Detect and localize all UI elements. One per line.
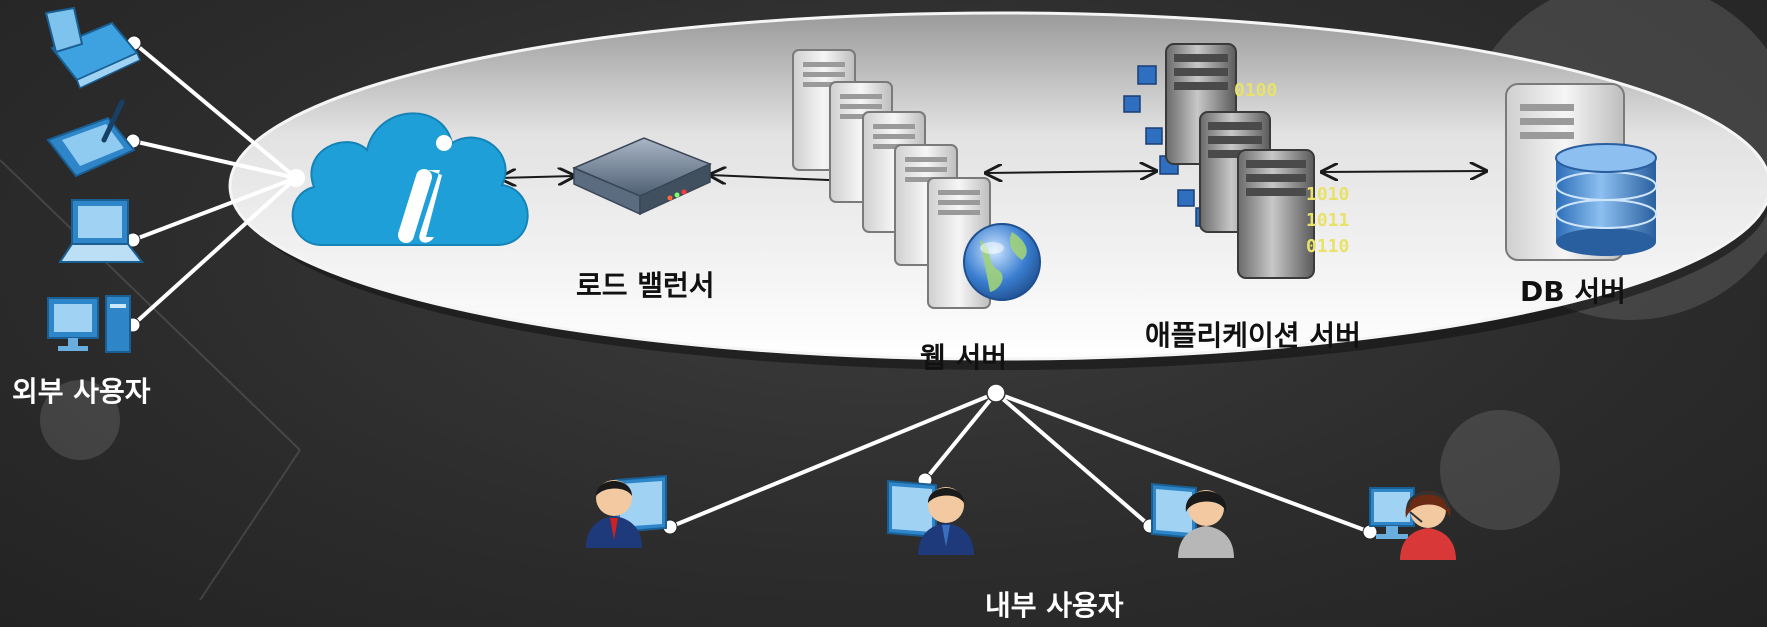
binary-digits-2: 1010 (1306, 184, 1349, 205)
binary-digits-3: 1011 (1306, 210, 1349, 231)
internal-connectors (662, 383, 1378, 540)
db-server-icon (1505, 83, 1657, 261)
arrow-cloud-lb (500, 176, 574, 178)
load-balancer-icon (572, 137, 712, 216)
external-users-label: 외부 사용자 (12, 375, 151, 408)
flow-arrows (500, 171, 1486, 181)
network-zone (228, 11, 1767, 361)
database-icon (1555, 143, 1657, 256)
arrow-lb-web (710, 175, 852, 181)
male-user-icon (586, 474, 667, 548)
web-server-stack (792, 49, 1041, 309)
binary-digits-4: 0110 (1306, 236, 1349, 257)
tablet-laptop-icon (44, 6, 141, 90)
db-server-label: DB 서버 (1520, 275, 1626, 308)
globe-icon (963, 223, 1041, 301)
application-server-label: 애플리케이션 서버 (1145, 319, 1361, 352)
internal-users-label: 내부 사용자 (985, 589, 1124, 622)
info-cloud-icon (291, 112, 529, 246)
load-balancer-label: 로드 밸런서 (576, 269, 715, 302)
external-connectors (125, 35, 305, 333)
female-user-icon (1151, 482, 1234, 558)
laptop-icon (58, 199, 145, 263)
app-server-unit (1237, 149, 1315, 279)
arrow-web-app (986, 171, 1156, 173)
binary-digits-1: 0100 (1234, 80, 1277, 101)
pen-tablet-icon (46, 99, 136, 178)
desktop-computer-icon (47, 295, 131, 353)
male-user-icon-2 (887, 479, 974, 555)
application-server-stack: 0100 1010 1011 0110 (1123, 43, 1349, 279)
web-server-label: 웹 서버 (920, 341, 1008, 374)
arrow-app-db (1322, 171, 1486, 172)
support-agent-icon (1369, 487, 1456, 560)
